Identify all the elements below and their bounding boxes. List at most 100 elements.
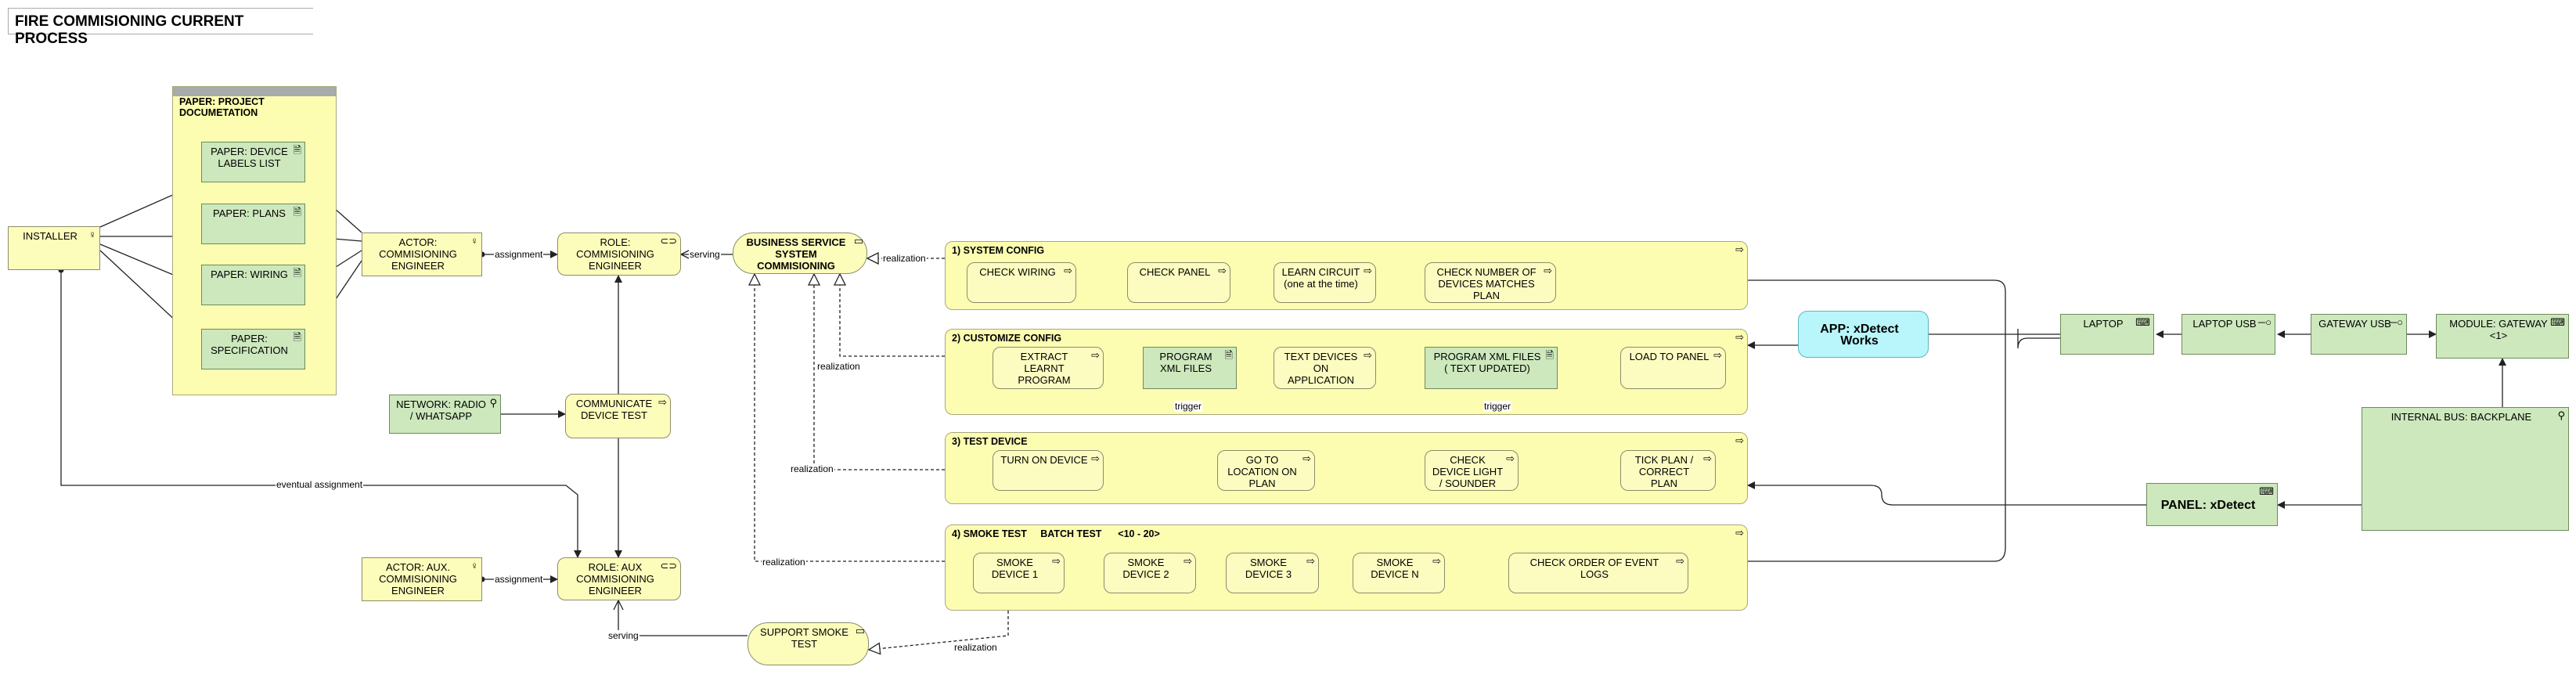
network-radio-label: NETWORK: RADIO / WHATSAPP [396, 398, 486, 422]
step-tick-plan[interactable]: TICK PLAN / CORRECT PLAN⇨ [1620, 450, 1716, 491]
step-learn-circuit[interactable]: LEARN CIRCUIT (one at the time)⇨ [1274, 262, 1376, 303]
actor-icon: ♀ [470, 235, 478, 247]
paper-device-labels-node[interactable]: PAPER: DEVICE LABELS LIST 🗎 [201, 142, 305, 182]
step-check-panel[interactable]: CHECK PANEL⇨ [1127, 262, 1230, 303]
network-radio-node[interactable]: NETWORK: RADIO / WHATSAPP ⚲ [389, 395, 501, 434]
process-arrow-icon: ⇨ [1306, 555, 1315, 567]
group-test-device-label: 3) TEST DEVICE [952, 436, 1028, 447]
laptop-usb-node[interactable]: LAPTOP USB─○ [2181, 314, 2275, 355]
laptop-label: LAPTOP [2083, 318, 2124, 330]
document-icon: 🗎 [293, 144, 301, 156]
step-label: SMOKE DEVICE 1 [991, 557, 1039, 580]
step-label: CHECK ORDER OF EVENT LOGS [1529, 557, 1659, 580]
step-turn-on-device[interactable]: TURN ON DEVICE⇨ [993, 450, 1104, 491]
paper-device-labels-label: PAPER: DEVICE LABELS LIST [211, 146, 288, 169]
step-label: PROGRAM XML FILES ( TEXT UPDATED) [1433, 351, 1541, 374]
gateway-usb-label: GATEWAY USB [2318, 318, 2391, 330]
actor-icon: ♀ [88, 229, 96, 240]
step-smoke-device-3[interactable]: SMOKE DEVICE 3⇨ [1226, 553, 1319, 593]
process-arrow-icon: ⇨ [1302, 452, 1311, 464]
device-icon: ⌨ [2135, 316, 2150, 328]
process-arrow-icon: ⇨ [1676, 555, 1684, 567]
step-smoke-device-n[interactable]: SMOKE DEVICE N ⇨ [1353, 553, 1445, 593]
process-arrow-icon: ⇨ [1544, 265, 1552, 276]
laptop-node[interactable]: LAPTOP ⌨ [2060, 314, 2154, 355]
step-program-xml-files-updated[interactable]: PROGRAM XML FILES ( TEXT UPDATED) 🗎 [1425, 347, 1558, 389]
edge-label-realization: realization [882, 253, 927, 264]
process-arrow-icon: ⇨ [1432, 555, 1441, 567]
step-check-device-light[interactable]: CHECK DEVICE LIGHT / SOUNDER⇨ [1425, 450, 1519, 491]
role-commissioning-label: ROLE: COMMISIONING ENGINEER [576, 236, 654, 272]
step-label: TICK PLAN / CORRECT PLAN [1634, 454, 1694, 489]
step-load-to-panel[interactable]: LOAD TO PANEL⇨ [1620, 347, 1726, 389]
step-extract-learnt-program[interactable]: EXTRACT LEARNT PROGRAM ⇨ [993, 347, 1104, 389]
actor-commissioning-node[interactable]: ACTOR: COMMISIONING ENGINEER ♀ [362, 232, 482, 276]
edge-label-realization: realization [816, 361, 861, 372]
panel-xdetect-node[interactable]: PANEL: xDetect⌨ [2146, 483, 2278, 526]
step-check-wiring[interactable]: CHECK WIRING ⇨ [967, 262, 1076, 303]
step-check-number-devices[interactable]: CHECK NUMBER OF DEVICES MATCHES PLAN⇨ [1425, 262, 1556, 303]
step-label: SMOKE DEVICE N [1371, 557, 1419, 580]
business-service-node[interactable]: BUSINESS SERVICE SYSTEM COMMISIONING ▭ [733, 232, 867, 274]
gateway-usb-node[interactable]: GATEWAY USB─○ [2311, 314, 2407, 355]
installer-node[interactable]: INSTALLER ♀ [8, 226, 100, 270]
internal-bus-node[interactable]: INTERNAL BUS: BACKPLANE ⚲ [2362, 407, 2569, 531]
communicate-device-test-label: COMMUNICATE DEVICE TEST [575, 398, 653, 421]
step-label: TURN ON DEVICE [1000, 454, 1088, 466]
step-label: CHECK WIRING [979, 266, 1056, 278]
document-icon: 🗎 [293, 206, 301, 218]
group-customize-config-label: 2) CUSTOMIZE CONFIG [952, 333, 1062, 344]
paper-wiring-label: PAPER: WIRING [211, 269, 288, 280]
paper-plans-node[interactable]: PAPER: PLANS 🗎 [201, 204, 305, 244]
step-label: TEXT DEVICES ON APPLICATION [1284, 351, 1358, 386]
process-arrow-icon: ⇨ [1735, 527, 1744, 539]
paper-wiring-node[interactable]: PAPER: WIRING 🗎 [201, 265, 305, 305]
step-text-devices-application[interactable]: TEXT DEVICES ON APPLICATION⇨ [1274, 347, 1376, 389]
process-arrow-icon: ⇨ [1064, 265, 1072, 276]
support-smoke-test-node[interactable]: SUPPORT SMOKE TEST ▭ [748, 622, 869, 665]
document-icon: 🗎 [293, 331, 301, 343]
module-gateway-label: MODULE: GATEWAY <1> [2449, 318, 2548, 341]
document-icon: 🗎 [1545, 349, 1554, 361]
edge-label-realization: realization [953, 642, 998, 653]
edge-label-assignment: assignment [494, 249, 544, 260]
step-check-order-event-logs[interactable]: CHECK ORDER OF EVENT LOGS ⇨ [1508, 553, 1688, 593]
interface-icon: ─○ [2257, 316, 2272, 328]
role-commissioning-node[interactable]: ROLE: COMMISIONING ENGINEER ⊂⊃ [557, 232, 681, 276]
internal-bus-label: INTERNAL BUS: BACKPLANE [2390, 411, 2532, 423]
installer-label: INSTALLER [23, 230, 77, 242]
step-program-xml-files[interactable]: PROGRAM XML FILES🗎 [1143, 347, 1237, 389]
service-icon: ▭ [853, 235, 863, 247]
step-smoke-device-1[interactable]: SMOKE DEVICE 1⇨ [973, 553, 1065, 593]
module-gateway-node[interactable]: MODULE: GATEWAY <1>⌨ [2436, 314, 2569, 359]
edge-label-realization: realization [790, 463, 834, 474]
role-icon: ⊂⊃ [660, 560, 677, 571]
process-arrow-icon: ⇨ [1091, 349, 1100, 361]
process-arrow-icon: ⇨ [1735, 331, 1744, 343]
step-label: CHECK DEVICE LIGHT / SOUNDER [1432, 454, 1504, 489]
support-smoke-test-label: SUPPORT SMOKE TEST [760, 626, 848, 650]
process-arrow-icon: ⇨ [1184, 555, 1192, 567]
paper-specification-node[interactable]: PAPER: SPECIFICATION 🗎 [201, 329, 305, 369]
actor-commissioning-label: ACTOR: COMMISIONING ENGINEER [379, 236, 457, 272]
process-arrow-icon: ⇨ [658, 396, 667, 408]
business-service-label: BUSINESS SERVICE SYSTEM COMMISIONING [746, 236, 846, 272]
paper-specification-label: PAPER: SPECIFICATION [211, 333, 288, 356]
role-aux-label: ROLE: AUX COMMISIONING ENGINEER [576, 561, 654, 597]
step-label: EXTRACT LEARNT PROGRAM [1018, 351, 1071, 386]
process-arrow-icon: ⇨ [1091, 452, 1100, 464]
step-label: PROGRAM XML FILES [1159, 351, 1212, 374]
network-icon: ⚲ [2557, 409, 2565, 421]
role-aux-node[interactable]: ROLE: AUX COMMISIONING ENGINEER ⊂⊃ [557, 557, 681, 600]
process-arrow-icon: ⇨ [1218, 265, 1227, 276]
edge-label-trigger: trigger [1174, 401, 1203, 412]
process-arrow-icon: ⇨ [1735, 243, 1744, 255]
step-go-to-location[interactable]: GO TO LOCATION ON PLAN⇨ [1217, 450, 1315, 491]
step-smoke-device-2[interactable]: SMOKE DEVICE 2⇨ [1104, 553, 1196, 593]
communicate-device-test-node[interactable]: COMMUNICATE DEVICE TEST ⇨ [565, 394, 671, 438]
edge-label-eventual-assignment: eventual assignment [276, 479, 364, 490]
actor-aux-node[interactable]: ACTOR: AUX. COMMISIONING ENGINEER ♀ [362, 557, 482, 601]
service-icon: ▭ [855, 625, 865, 636]
device-icon: ⌨ [2259, 485, 2274, 497]
app-xdetect-works-node[interactable]: APP: xDetect Works [1798, 311, 1929, 358]
